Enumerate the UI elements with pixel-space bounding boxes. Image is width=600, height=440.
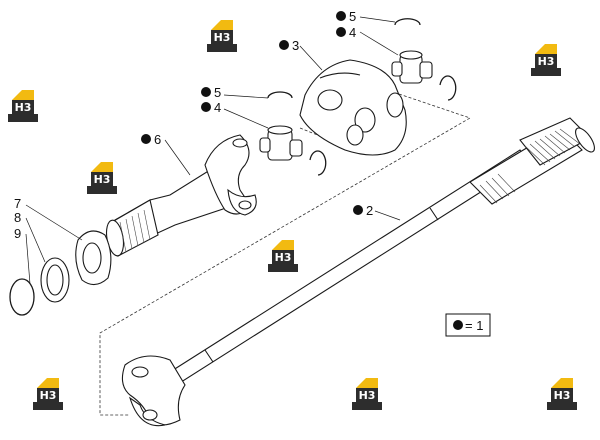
leader-lines (25, 16, 401, 285)
callout-7: 7 (14, 196, 21, 211)
watermark-logos (8, 20, 577, 410)
inner-shaft (105, 134, 257, 257)
callout-4-top: 4 (336, 25, 356, 40)
callout-number: 4 (349, 25, 356, 40)
callout-4-middle: 4 (201, 100, 221, 115)
axle-shaft (121, 117, 595, 427)
callout-number: 5 (214, 85, 221, 100)
seal-ring (9, 278, 35, 316)
callout-9: 9 (14, 226, 21, 241)
callout-2: 2 (353, 203, 373, 218)
cross-kit-upper (391, 50, 433, 84)
callout-number: 2 (366, 203, 373, 218)
bearing (40, 257, 70, 303)
callout-number: 4 (214, 100, 221, 115)
callout-number: 3 (292, 38, 299, 53)
legend-label: = 1 (465, 318, 483, 333)
legend-box: = 1 (445, 313, 491, 337)
callout-6: 6 (141, 132, 161, 147)
retainer-plate (75, 230, 112, 286)
callout-8: 8 (14, 210, 21, 225)
snap-rings (267, 18, 457, 176)
callout-5-middle: 5 (201, 85, 221, 100)
coupling-body (299, 59, 407, 156)
callout-number: 6 (154, 132, 161, 147)
callout-3: 3 (279, 38, 299, 53)
cross-kit-lower (259, 125, 303, 161)
callout-5-top: 5 (336, 9, 356, 24)
callout-number: 5 (349, 9, 356, 24)
